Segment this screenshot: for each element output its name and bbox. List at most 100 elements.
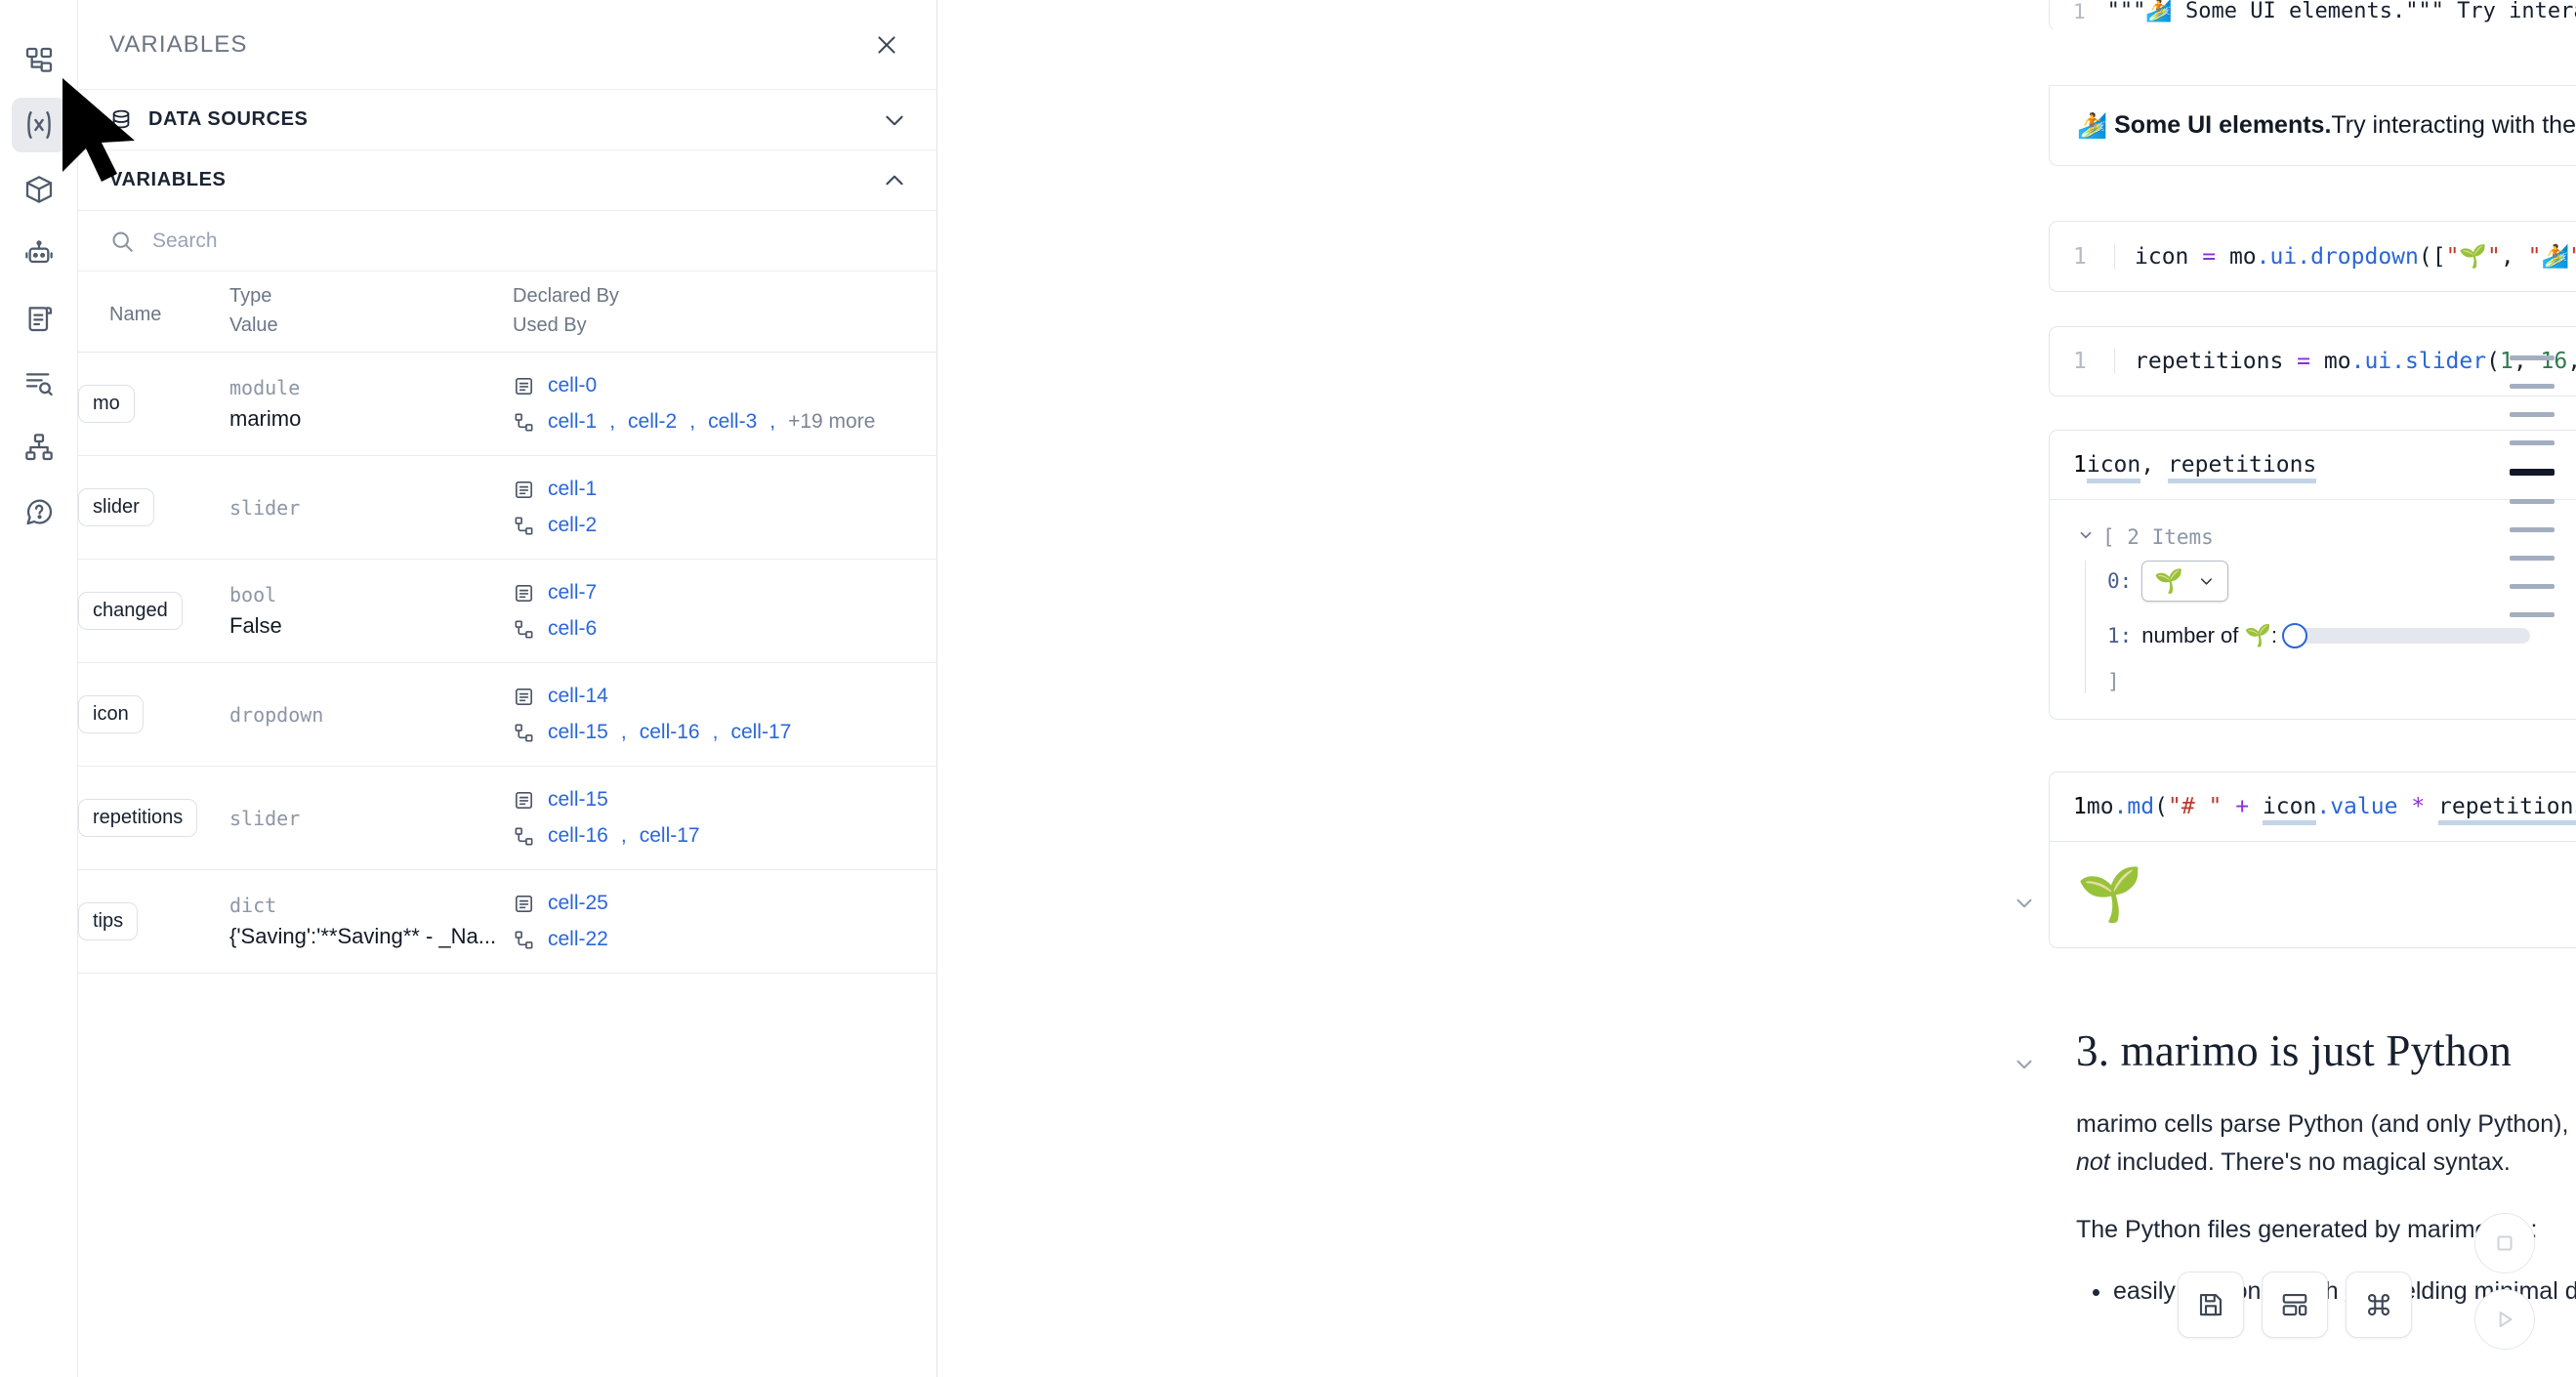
cell-type-value: dropdown [229,662,513,767]
minimap-dash[interactable] [2510,527,2555,532]
chevron-down-icon[interactable] [2077,525,2095,549]
minimap-dash[interactable] [2510,440,2555,445]
cell-link[interactable]: cell-2 [628,410,678,433]
cell-link[interactable]: cell-22 [548,928,608,950]
code-token: ui [2364,349,2392,374]
cell-link[interactable]: cell-6 [548,617,598,640]
code-cell-output-tuple[interactable]: 1 icon, repetitions [ 2 Items 0: 🌱 [2049,430,2576,720]
minimap-dash[interactable] [2510,355,2555,360]
slider-knob[interactable] [2281,623,2307,648]
code-cell-dropdown[interactable]: 1 icon = mo.ui.dropdown(["🌱", "🏄", "✨"],… [2049,221,2576,292]
code-cell-slider[interactable]: 1 repetitions = mo.ui.slider(1, 16, labe… [2049,326,2576,396]
seedling-emoji-icon: 🌱 [2154,567,2184,595]
cell-link[interactable]: cell-16 [548,824,608,847]
markdown-output-rest: Try interacting with the below elements. [2331,111,2576,139]
cell-link[interactable]: cell-2 [548,514,598,536]
cell-type-value: slider [229,455,513,560]
cell-minimap[interactable] [2510,355,2555,617]
stop-square-icon[interactable] [2474,1213,2535,1273]
minimap-dash[interactable] [2510,412,2555,417]
used-by-icon [513,929,535,951]
variable-name-chip[interactable]: tips [78,902,139,940]
page-title: 3. marimo is just Python [2076,1026,2513,1075]
minimap-dash[interactable] [2510,499,2555,504]
robot-icon[interactable] [12,227,66,281]
code-token: repetitions [2438,794,2576,825]
dropdown-control[interactable]: 🌱 [2141,561,2229,602]
floppy-disk-icon[interactable] [2178,1272,2244,1338]
line-number: 1 [2073,0,2086,23]
package-icon[interactable] [12,162,66,217]
cell-link[interactable]: cell-0 [548,374,598,396]
code-token: "🏄" [2527,244,2576,270]
layout-panels-icon[interactable] [2262,1272,2328,1338]
cell-link[interactable]: cell-1 [548,478,598,500]
code-token: slider [2405,349,2487,374]
code-token [2222,794,2235,819]
cell-link[interactable]: cell-1 [548,410,598,433]
variable-type: dict [229,894,277,917]
code-token: repetitions [2135,349,2298,374]
collapse-section-chevron-icon[interactable] [2010,1050,2039,1079]
search-input[interactable] [152,229,905,253]
minimap-dash[interactable] [2510,556,2555,561]
code-gutter-bar [2114,349,2115,374]
declared-by-icon [513,582,535,605]
floating-toolbar [2178,1272,2412,1338]
slider-control[interactable] [2281,623,2530,648]
declared-by-icon [513,375,535,397]
code-token: icon [2086,452,2141,483]
section-data-sources[interactable]: DATA SOURCES [78,90,936,150]
markdown-source-cell[interactable]: 1 """🏄 Some UI elements.""" Try interact… [2049,0,2576,31]
slider-label: number of 🌱: [2141,623,2277,647]
outline-search-icon[interactable] [12,355,66,410]
markdown-source-text: """🏄 Some UI elements.""" Try interactin… [2106,0,2576,23]
code-cell-md[interactable]: 1 mo.md("# " + icon.value * repetitions.… [2049,772,2576,948]
variable-name-chip[interactable]: changed [78,592,183,630]
minimap-dash[interactable] [2510,612,2555,617]
cell-link[interactable]: cell-16 [639,721,700,743]
variables-icon[interactable] [11,98,66,152]
play-triangle-icon[interactable] [2474,1289,2535,1350]
variables-panel: VARIABLES DATA SOURCES VARIABLES [78,0,937,1377]
table-row: icon dropdown cell-14 cell-15,cell-16,cell-… [78,662,937,767]
close-icon[interactable] [870,28,903,62]
code-token: ( [2486,349,2500,374]
cell-link[interactable]: cell-15 [548,788,608,811]
doc-paragraph-1: marimo cells parse Python (and only Pyth… [2076,1106,2576,1182]
collapse-cell-chevron-icon[interactable] [2010,889,2039,918]
variable-name-chip[interactable]: repetitions [78,799,198,837]
more-count[interactable]: +19 more [788,410,876,433]
code-token: = [2297,349,2311,374]
variable-name-chip[interactable]: mo [78,385,135,423]
variable-value: {'Saving':'**Saving** - _Na... [229,924,497,948]
tree-close-bracket: ] [2107,670,2120,693]
minimap-dash[interactable] [2510,469,2555,476]
variable-name-chip[interactable]: icon [78,695,144,733]
used-by-icon-line: cell-15,cell-16,cell-17 [513,721,937,744]
panel-header: VARIABLES [78,0,936,90]
cell-link[interactable]: cell-25 [548,892,608,914]
variable-name-chip[interactable]: slider [78,488,154,526]
cell-link[interactable]: cell-14 [548,685,608,707]
search-icon [109,229,135,254]
minimap-dash[interactable] [2510,384,2555,389]
cell-link[interactable]: cell-17 [730,721,792,743]
minimap-dash[interactable] [2510,584,2555,589]
file-tree-icon[interactable] [12,33,66,88]
cell-link[interactable]: cell-17 [639,824,700,847]
cell-link[interactable]: cell-15 [548,721,608,743]
declared-by-icon [513,686,535,708]
markdown-output: 🏄 Some UI elements. Try interacting with… [2049,86,2576,166]
command-key-icon[interactable] [2346,1272,2412,1338]
help-icon[interactable] [12,484,66,539]
scratchpad-icon[interactable] [12,291,66,346]
cell-link[interactable]: cell-3 [708,410,758,433]
cell-link[interactable]: cell-7 [548,581,598,604]
section-variables[interactable]: VARIABLES [78,150,936,211]
code-token: ui [2269,244,2298,270]
code-text-dropdown: icon = mo.ui.dropdown(["🌱", "🏄", "✨"], v… [2135,243,2576,270]
dependency-graph-icon[interactable] [12,420,66,475]
tree-header[interactable]: [ 2 Items [2077,525,2576,549]
